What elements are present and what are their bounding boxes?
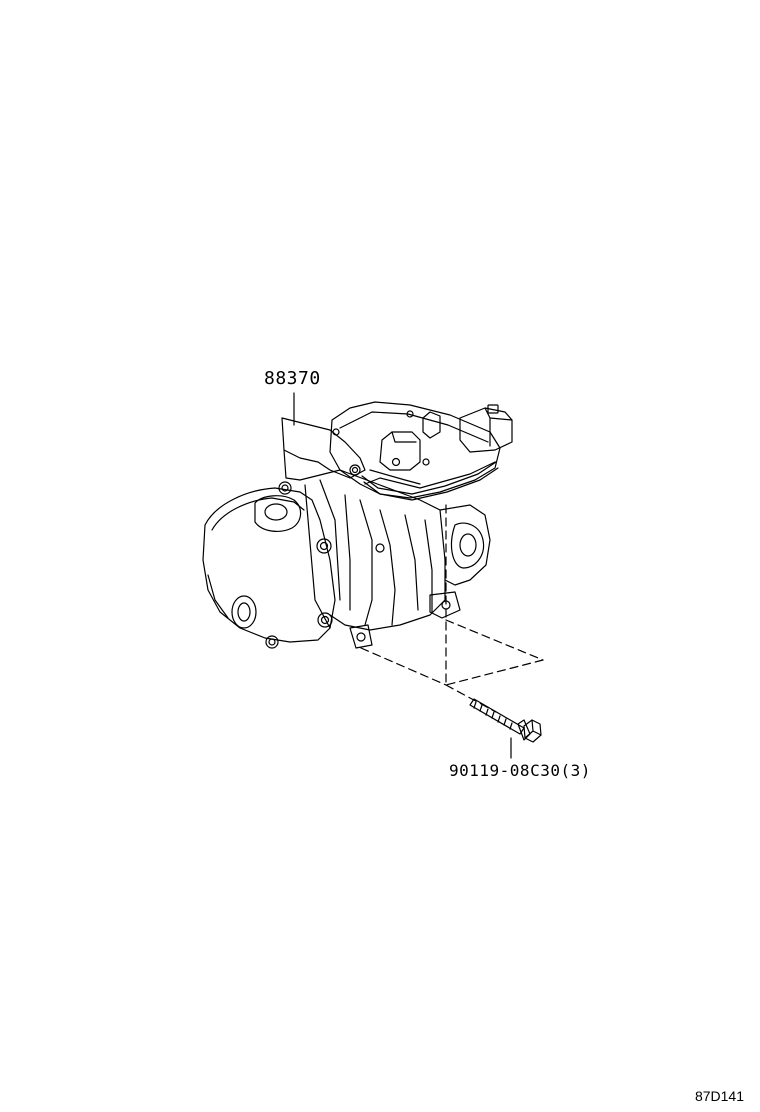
drawing-code: 87D141 — [694, 1088, 744, 1104]
bolt-illustration — [469, 698, 542, 743]
compressor-body — [202, 401, 513, 649]
callout-part-90119-08c30[interactable]: 90119-08C30(3) — [449, 761, 591, 780]
callout-part-88370[interactable]: 88370 — [264, 368, 321, 389]
